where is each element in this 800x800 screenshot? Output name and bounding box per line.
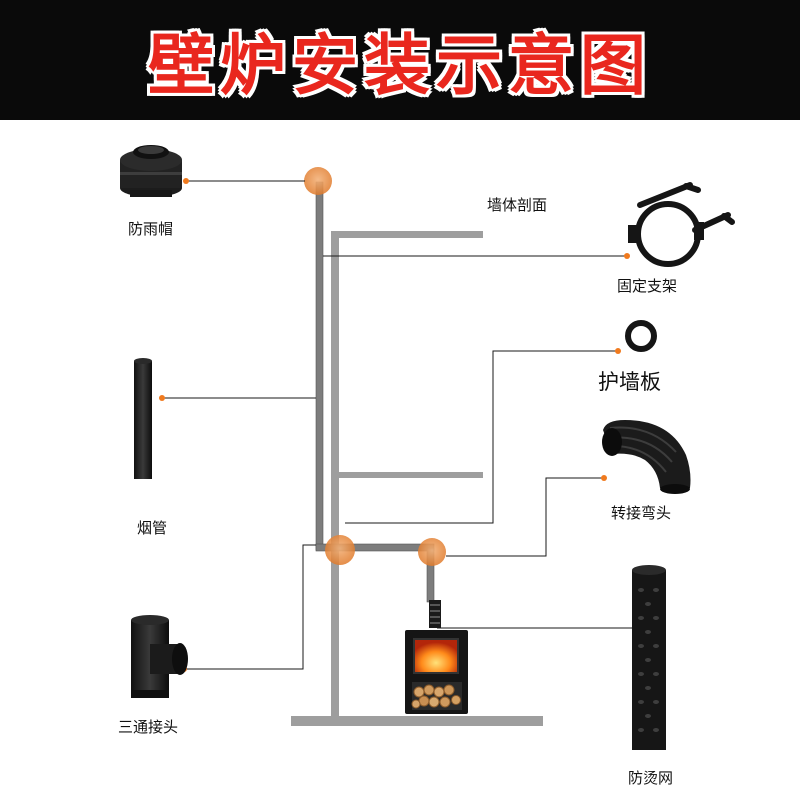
label-wall-plate: 护墙板 [598,370,661,394]
label-rain-cap: 防雨帽 [128,220,174,238]
label-tee: 三通接头 [118,718,179,736]
wall-column [331,231,339,718]
title-banner: 壁炉安装示意图 [0,0,800,120]
joint-tee [325,535,355,565]
stove-window [414,639,458,673]
leader-lines [162,180,636,670]
heat-guard-icon [632,565,666,750]
diagram-title: 壁炉安装示意图 [148,27,652,104]
rain-cap-icon [120,145,182,197]
tee-icon [131,615,188,698]
wall-middle-ledge [339,472,483,478]
firewood-logs [411,684,461,709]
elbow-icon [602,420,691,494]
label-wall-section: 墙体剖面 [487,196,548,214]
wood-stove [405,600,468,714]
wall-section [291,231,543,726]
joint-top [304,167,332,195]
joint-markers [304,167,446,566]
joint-elbow [418,538,446,566]
stove-collar [429,600,441,628]
floor-slab [291,716,543,726]
bracket-icon [628,182,735,267]
leader-tee [184,544,316,670]
label-elbow: 转接弯头 [611,504,672,522]
label-chimney-pipe: 烟管 [137,519,168,537]
wall-plate-icon [625,320,657,352]
chimney-pipe-icon [134,358,152,479]
leader-dots [159,178,639,672]
leader-wall-plate [345,350,617,524]
label-bracket: 固定支架 [617,277,678,295]
wall-top-ledge [331,231,483,238]
label-guard: 防烫网 [628,769,674,787]
leader-elbow [446,477,604,557]
vertical-flue [315,181,324,551]
